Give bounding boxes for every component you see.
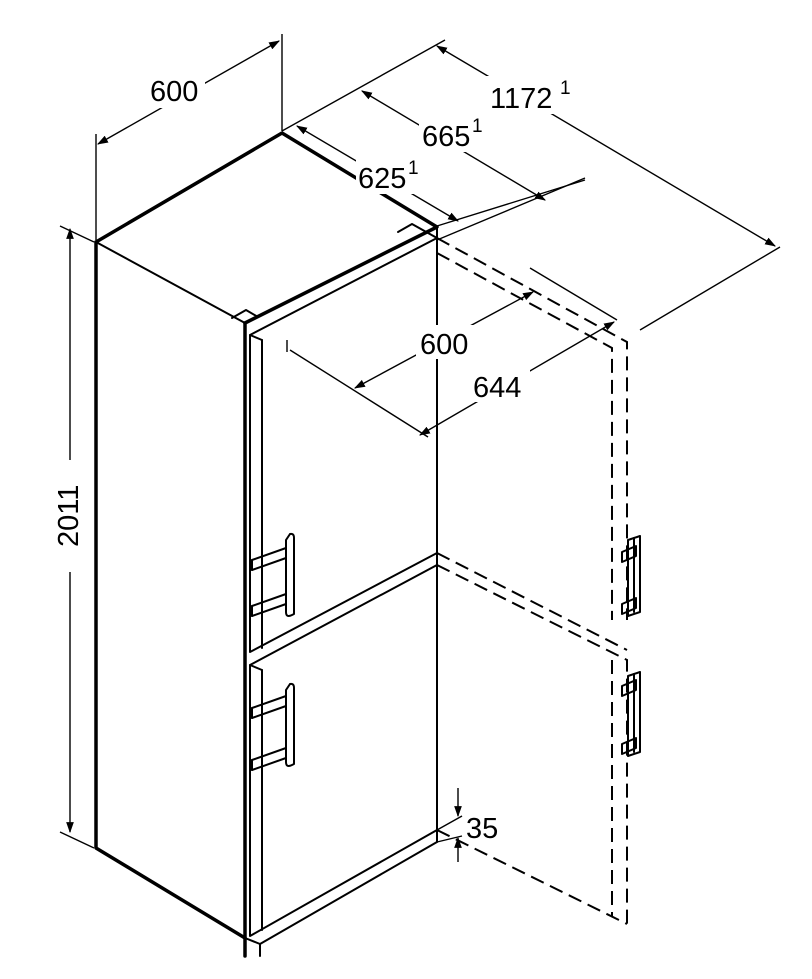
label-door-open-width: 644 [473,372,521,404]
cabinet-top-front-edge [95,241,246,324]
label-depth-handle-mark: 1 [472,116,483,137]
upper-door-handle [251,532,295,617]
label-depth-body-mark: 1 [408,158,419,179]
label-width-top: 600 [150,76,198,108]
lower-door [249,564,438,937]
top-hinge-cap [397,223,438,239]
lower-door-handle [251,682,295,771]
open-doors-outline [436,237,641,925]
upper-door-outline [249,237,438,653]
label-base-gap: 35 [466,813,498,845]
top-left-cap [231,309,259,319]
label-depth-body: 625 [358,163,406,195]
hinge-lower [621,671,641,757]
label-depth-handle: 665 [422,121,470,153]
lower-door-open [436,564,628,925]
fridge-cabinet [94,131,439,958]
label-door-width: 600 [420,329,468,361]
label-depth-open: 1172 [490,83,552,115]
label-depth-open-mark: 1 [560,78,571,99]
dimension-labels: 600 1172 1 665 1 625 1 2011 600 644 35 [52,72,578,845]
hinge-upper [621,535,641,617]
label-height: 2011 [53,485,85,547]
upper-door-open [436,237,628,651]
upper-door [249,237,438,653]
cabinet-left-side [94,240,247,940]
